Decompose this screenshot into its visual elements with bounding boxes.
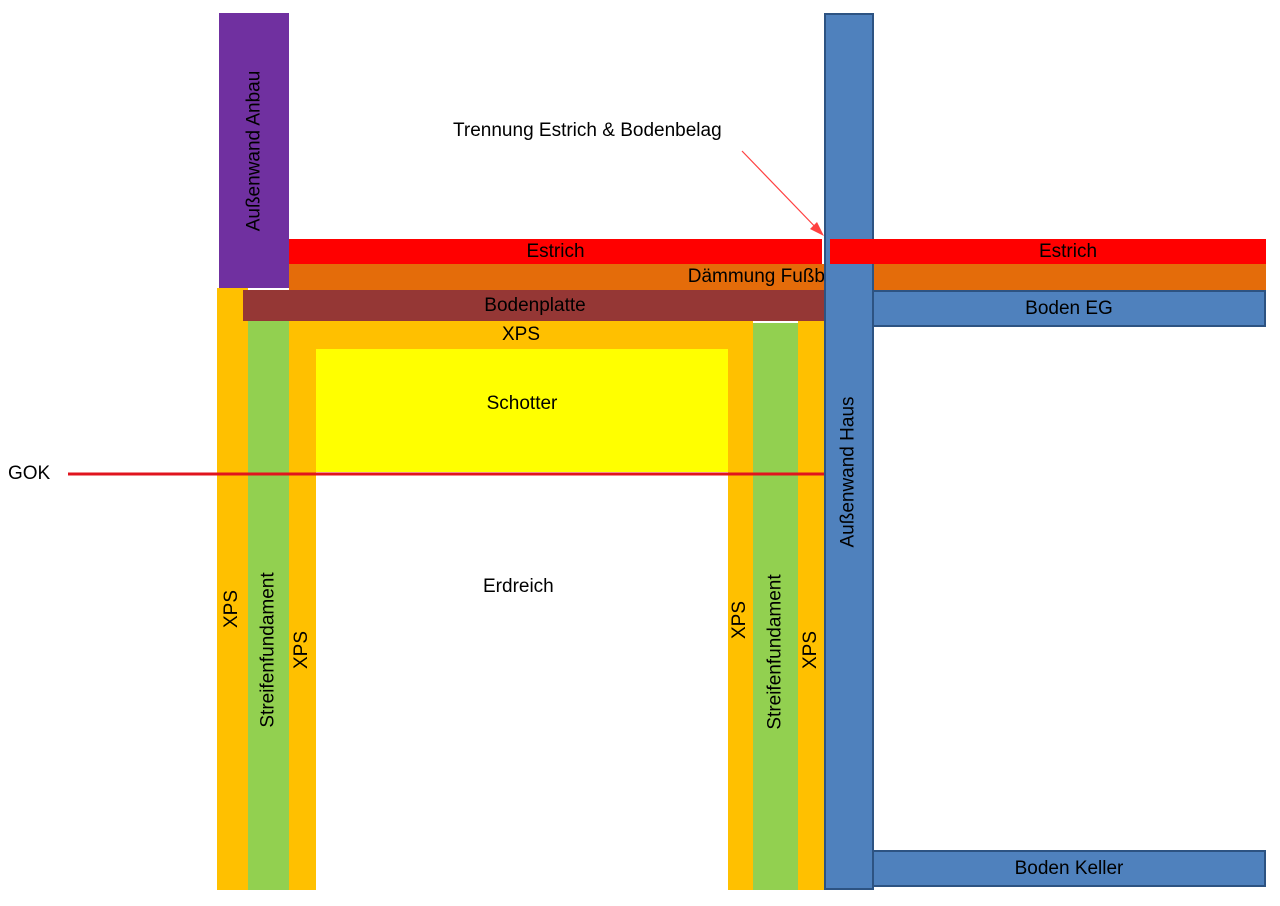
ground-level-label: GOK [8,463,51,484]
screed-left: Estrich [289,239,822,264]
strip-foundation-right: Streifenfundament [753,323,798,890]
outer-wall-house: Außenwand Haus [824,13,874,890]
basement-floor-label: Boden Keller [1014,857,1124,879]
floor-slab: Bodenplatte [243,290,827,321]
separation-annotation: Trennung Estrich & Bodenbelag [453,120,722,141]
ground-floor: Boden EG [872,290,1266,327]
xps-top-label: XPS [501,323,541,345]
basement-floor: Boden Keller [872,850,1266,887]
floor-slab-label: Bodenplatte [484,294,586,316]
xps-column-2: XPS [289,320,316,890]
xps-column-4: XPS [798,320,825,890]
floor-insulation-label: Dämmung Fußboden [687,266,868,287]
separation-pointer-line [741,150,823,235]
separation-pointer-arrowhead [810,222,824,236]
gravel-label: Schotter [486,393,558,414]
xps-top-band: XPS [289,320,753,349]
screed-right: Estrich [830,239,1266,264]
xps-column-1: XPS [217,288,248,890]
strip-foundation-left: Streifenfundament [248,320,289,890]
outer-wall-extension: Außenwand Anbau [219,13,289,288]
screed-right-label: Estrich [1038,240,1098,262]
xps-column-3: XPS [728,320,753,890]
floor-insulation: Dämmung Fußboden [289,264,1266,290]
gravel-layer: Schotter [316,349,728,472]
soil-label: Erdreich [483,576,554,597]
screed-left-label: Estrich [526,240,585,262]
ground-floor-label: Boden EG [1025,297,1113,319]
